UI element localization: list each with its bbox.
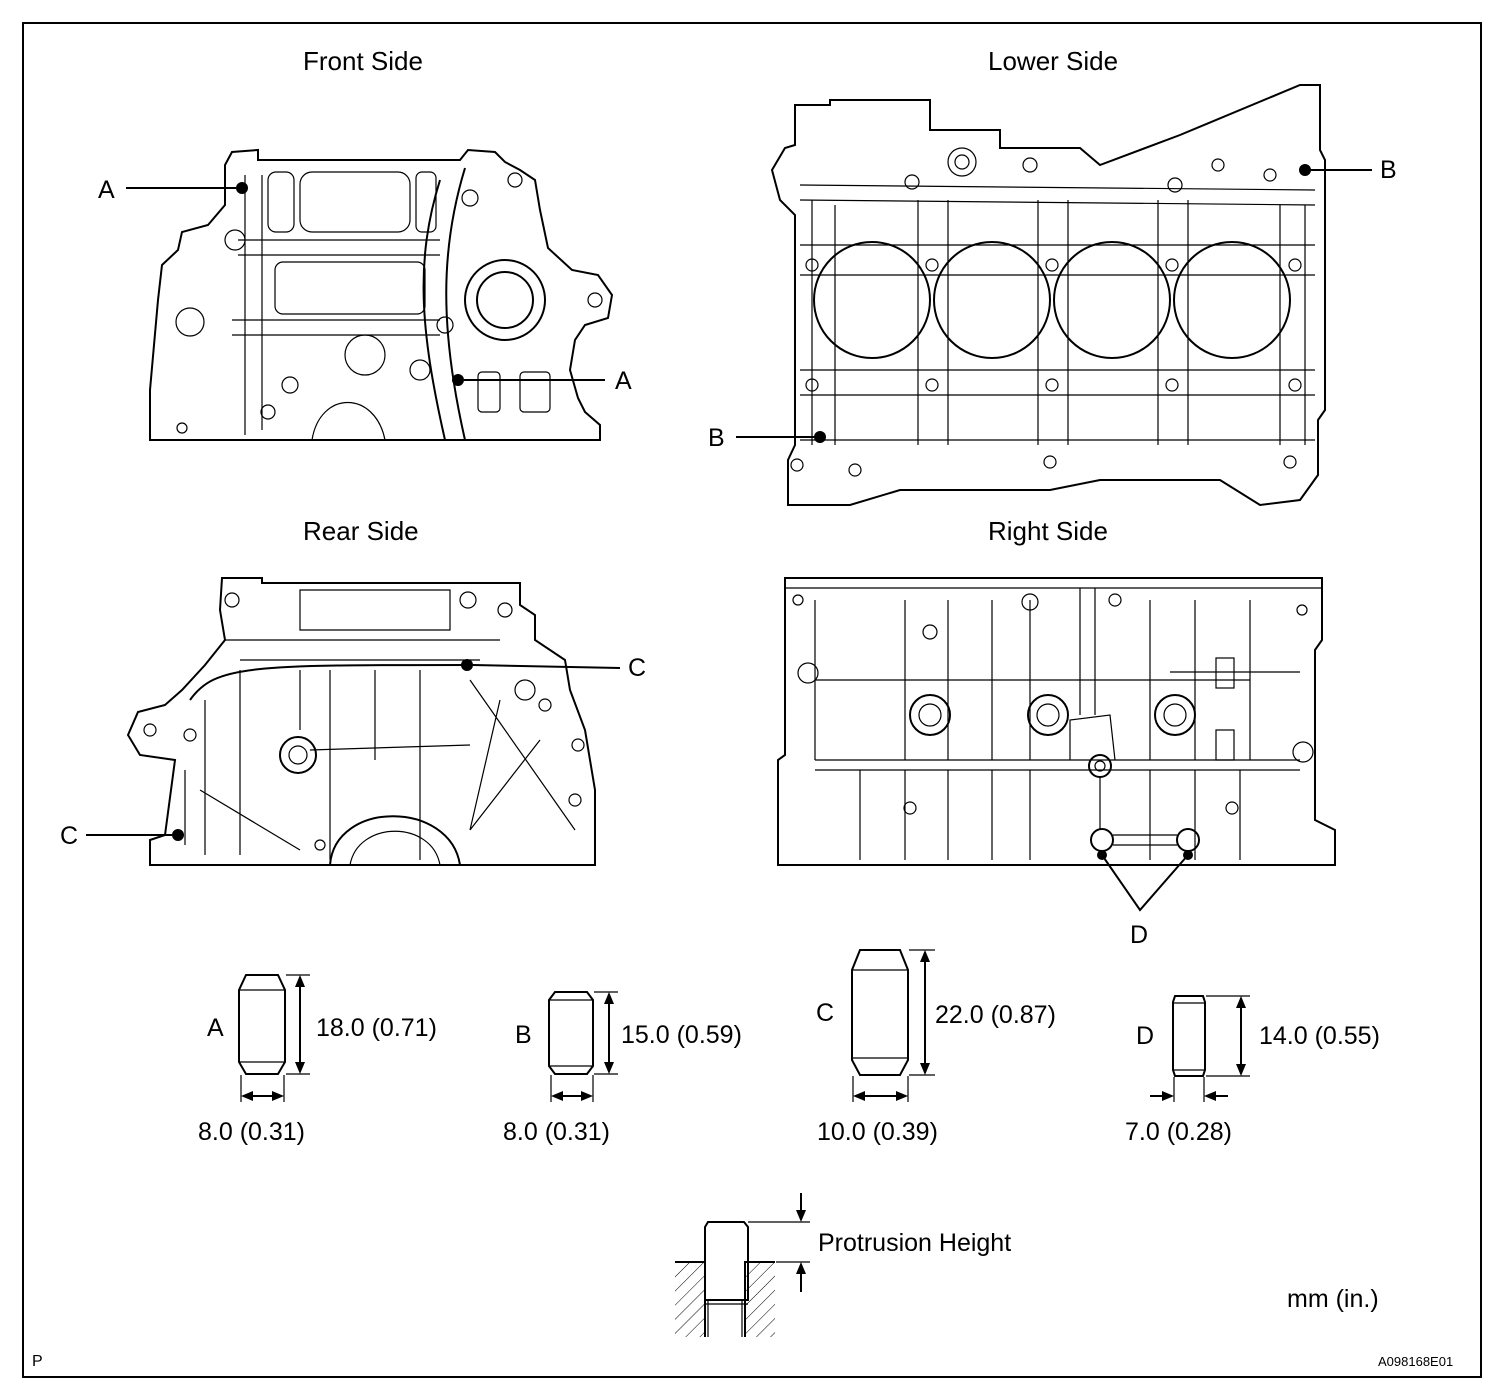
figure-id: A098168E01 [1378,1354,1454,1369]
pin-d-letter: D [1136,1022,1155,1050]
lower-side-title: Lower Side [988,46,1119,76]
protrusion-height-label: Protrusion Height [818,1229,1012,1257]
pin-c-diameter: 10.0 (0.39) [817,1118,938,1146]
callout-c-rear-left: C [60,822,79,850]
pin-d-length: 14.0 (0.55) [1259,1022,1380,1050]
pin-c-drawing [851,949,935,1102]
rear-side-title: Rear Side [303,516,419,546]
callout-c-rear-right: C [628,654,647,682]
lower-side-view [736,84,1372,507]
callout-a-front-left: A [98,176,115,204]
pin-b-letter: B [515,1021,532,1049]
front-side-view [126,148,614,441]
pin-d-diameter: 7.0 (0.28) [1125,1118,1233,1146]
pin-b-diameter: 8.0 (0.31) [503,1118,611,1146]
figure-frame [22,22,1482,1378]
units-label: mm (in.) [1287,1285,1379,1313]
pin-b-drawing [548,991,618,1102]
front-side-title: Front Side [303,46,423,76]
protrusion-height-drawing [675,1193,810,1337]
pin-a-diameter: 8.0 (0.31) [198,1118,306,1146]
pin-c-length: 22.0 (0.87) [935,1001,1056,1029]
right-side-title: Right Side [988,516,1108,546]
callout-b-lower-right: B [1380,156,1397,184]
pin-d-drawing [1150,995,1250,1102]
callout-a-front-right: A [615,367,632,395]
pin-a-drawing [238,974,310,1102]
pin-c-letter: C [816,999,835,1027]
pin-a-letter: A [207,1014,224,1042]
callout-b-lower-left: B [708,424,725,452]
rear-side-view [86,577,621,866]
corner-mark: P [32,1353,43,1370]
right-side-view [777,577,1336,912]
pin-b-length: 15.0 (0.59) [621,1021,742,1049]
callout-d-right: D [1130,921,1149,949]
pin-a-length: 18.0 (0.71) [316,1014,437,1042]
